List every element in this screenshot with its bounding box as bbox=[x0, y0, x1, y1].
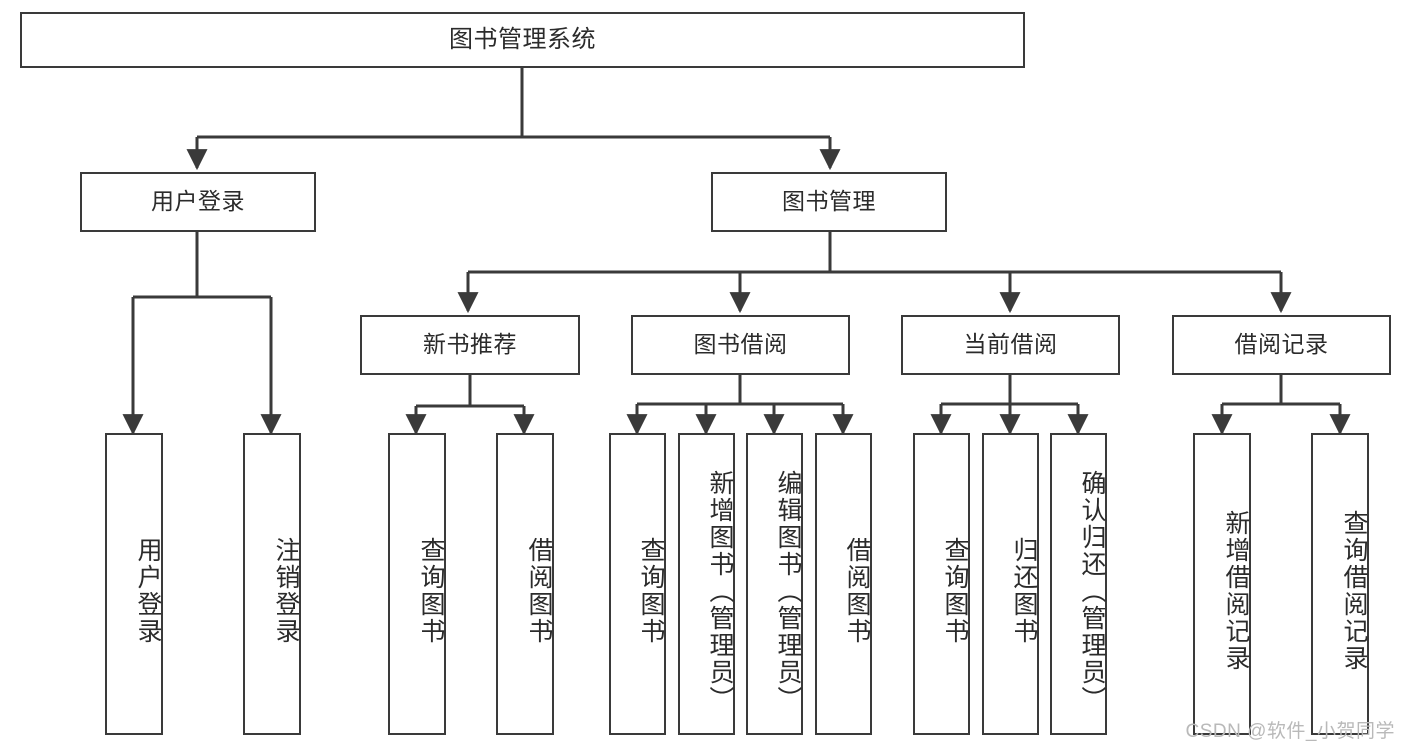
node-label: 确认归还（管理员） bbox=[1078, 469, 1106, 713]
node-leaf-query-book-recommend[interactable]: 查询图书 bbox=[388, 433, 446, 735]
node-book-management[interactable]: 图书管理 bbox=[711, 172, 947, 232]
node-label: 图书管理 bbox=[782, 188, 876, 215]
node-label: 当前借阅 bbox=[963, 331, 1058, 358]
node-label: 查询图书 bbox=[417, 537, 445, 645]
node-current-borrow[interactable]: 当前借阅 bbox=[901, 315, 1120, 375]
node-label: 新书推荐 bbox=[423, 331, 517, 358]
node-borrow-record[interactable]: 借阅记录 bbox=[1172, 315, 1391, 375]
node-label: 查询图书 bbox=[637, 537, 665, 645]
node-label: 新增图书（管理员） bbox=[706, 469, 734, 713]
node-leaf-confirm-return[interactable]: 确认归还（管理员） bbox=[1050, 433, 1107, 735]
node-label: 用户登录 bbox=[134, 537, 162, 645]
node-label: 借阅图书 bbox=[843, 537, 871, 645]
node-new-book-recommend[interactable]: 新书推荐 bbox=[360, 315, 580, 375]
node-label: 图书借阅 bbox=[693, 331, 788, 358]
node-leaf-add-book[interactable]: 新增图书（管理员） bbox=[678, 433, 735, 735]
node-label: 借阅图书 bbox=[525, 537, 553, 645]
node-label: 归还图书 bbox=[1010, 537, 1038, 645]
node-leaf-query-borrow-record[interactable]: 查询借阅记录 bbox=[1311, 433, 1369, 735]
node-leaf-query-book-borrow[interactable]: 查询图书 bbox=[609, 433, 666, 735]
watermark-csdn: CSDN @软件_小贺同学 bbox=[1185, 721, 1395, 742]
node-label: 用户登录 bbox=[151, 188, 245, 215]
node-leaf-edit-book[interactable]: 编辑图书（管理员） bbox=[746, 433, 803, 735]
node-book-borrow[interactable]: 图书借阅 bbox=[631, 315, 850, 375]
node-leaf-add-borrow-record[interactable]: 新增借阅记录 bbox=[1193, 433, 1251, 735]
node-label: 新增借阅记录 bbox=[1222, 510, 1250, 672]
node-label: 编辑图书（管理员） bbox=[774, 469, 802, 713]
node-root-book-management-system[interactable]: 图书管理系统 bbox=[20, 12, 1025, 68]
node-label: 图书管理系统 bbox=[449, 25, 596, 53]
node-leaf-query-book-current[interactable]: 查询图书 bbox=[913, 433, 970, 735]
node-label: 借阅记录 bbox=[1234, 331, 1329, 358]
node-leaf-user-login[interactable]: 用户登录 bbox=[105, 433, 163, 735]
node-leaf-lend-book[interactable]: 借阅图书 bbox=[815, 433, 872, 735]
node-user-login[interactable]: 用户登录 bbox=[80, 172, 316, 232]
node-leaf-borrow-book-recommend[interactable]: 借阅图书 bbox=[496, 433, 554, 735]
node-label: 注销登录 bbox=[272, 537, 300, 645]
node-leaf-logout[interactable]: 注销登录 bbox=[243, 433, 301, 735]
node-label: 查询图书 bbox=[941, 537, 969, 645]
node-label: 查询借阅记录 bbox=[1340, 510, 1368, 672]
node-leaf-return-book[interactable]: 归还图书 bbox=[982, 433, 1039, 735]
